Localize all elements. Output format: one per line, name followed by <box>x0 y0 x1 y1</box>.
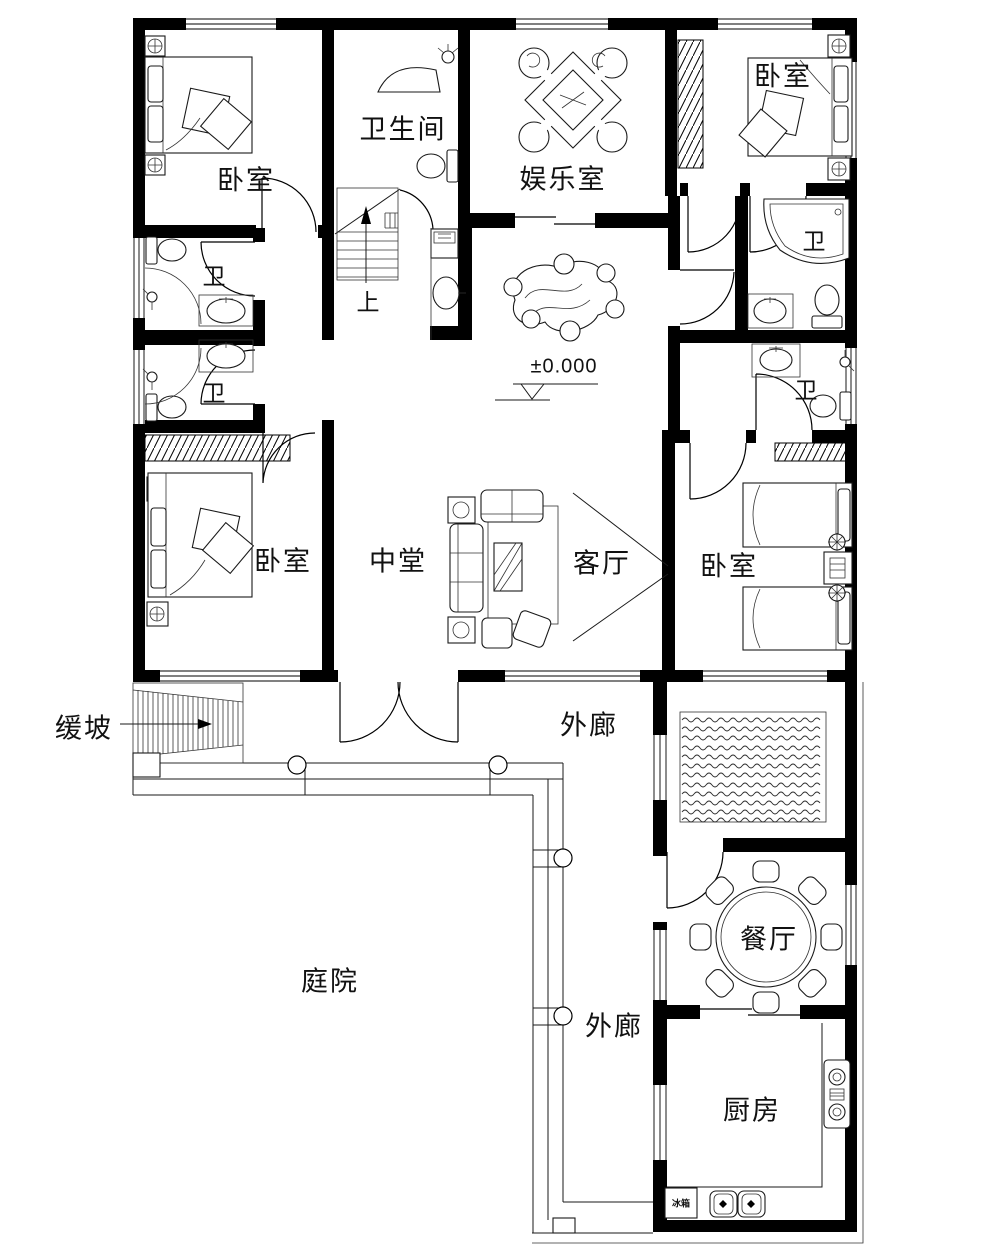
room-label-entertainment: 娱乐室 <box>519 164 607 195</box>
room-label-bathroom-top: 卫生间 <box>359 114 447 145</box>
furniture-kitchen <box>664 1023 851 1219</box>
room-label-wc-left-upper: 卫 <box>202 263 226 289</box>
furniture-wc-left <box>142 236 254 422</box>
room-label-kitchen: 厨房 <box>723 1095 781 1126</box>
furniture-bedroom-top-right <box>677 34 853 181</box>
stairs <box>334 187 401 283</box>
room-label-veranda-lower: 外廊 <box>585 1011 643 1042</box>
furniture-entertainment <box>518 47 628 153</box>
terrace-wavy-area <box>679 711 827 823</box>
room-label-bedroom-mid-right: 卧室 <box>700 551 758 582</box>
furniture-bedroom-top-left <box>144 35 253 176</box>
furniture-living-room <box>447 489 669 649</box>
elevation-label: ±0.000 <box>530 355 598 378</box>
room-label-wc-right-lower: 卫 <box>794 377 818 403</box>
room-label-courtyard: 庭院 <box>301 966 359 997</box>
room-label-wc-top-right: 卫 <box>802 228 826 254</box>
ramp <box>120 682 244 778</box>
room-label-bedroom-mid-left: 卧室 <box>254 546 312 577</box>
windows <box>133 18 857 1160</box>
room-label-dining: 餐厅 <box>740 924 798 955</box>
room-label-central-hall: 中堂 <box>369 546 427 577</box>
stairs-up-label: 上 <box>356 289 380 315</box>
room-label-wc-left-lower: 卫 <box>202 380 226 406</box>
furniture-tea-set <box>503 253 625 342</box>
fridge-label: 冰箱 <box>671 1198 691 1209</box>
room-label-bedroom-top-left: 卧室 <box>217 165 275 196</box>
furniture-bedroom-mid-left <box>144 434 291 627</box>
room-label-ramp: 缓坡 <box>55 713 113 744</box>
room-label-living-room: 客厅 <box>573 548 631 579</box>
furniture-dining <box>689 860 843 1014</box>
furniture-bathroom-top <box>377 44 466 340</box>
furniture-bath-top-right <box>747 198 850 329</box>
furniture-wc-right <box>751 343 855 421</box>
furniture-bedroom-mid-right <box>742 442 853 651</box>
room-label-veranda-upper: 外廊 <box>560 710 618 741</box>
veranda-lines <box>132 682 864 1244</box>
elevation-marker <box>495 383 598 401</box>
room-label-bedroom-top-right: 卧室 <box>754 61 812 92</box>
